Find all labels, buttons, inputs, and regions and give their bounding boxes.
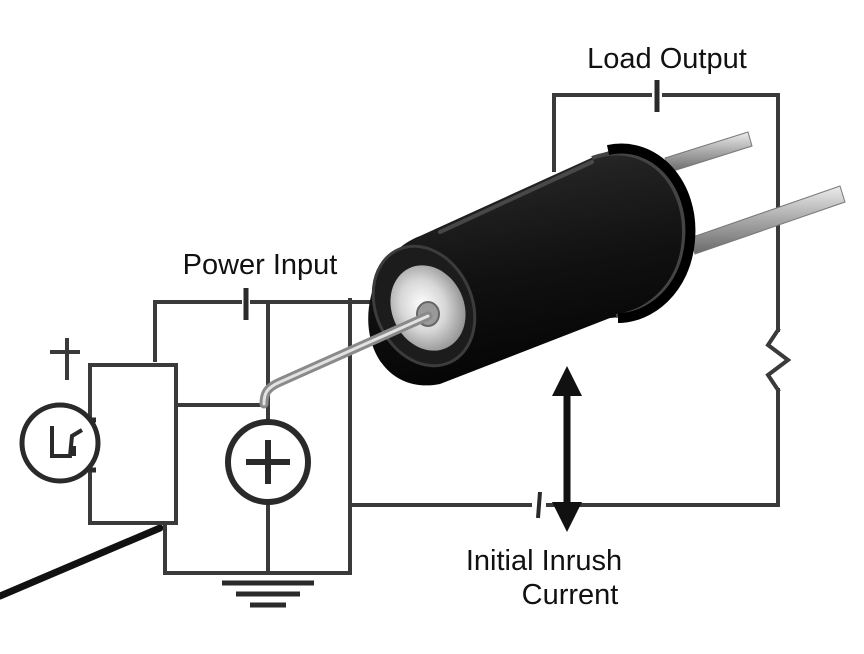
load-output-circuit: [348, 80, 792, 519]
load-output-label: Load Output: [587, 43, 747, 75]
input-cable: [0, 524, 164, 600]
bulb-icon: [19, 402, 101, 484]
double-headed-arrow-icon: [552, 366, 582, 532]
inrush-label-line2: Current: [522, 579, 619, 611]
inrush-label-line1: Initial Inrush: [466, 545, 622, 577]
ground-icon: [222, 580, 314, 608]
dc-voltage-source-icon: [225, 419, 311, 505]
power-input-label: Power Input: [183, 249, 338, 281]
ntc-thermistor-component: [259, 131, 846, 409]
